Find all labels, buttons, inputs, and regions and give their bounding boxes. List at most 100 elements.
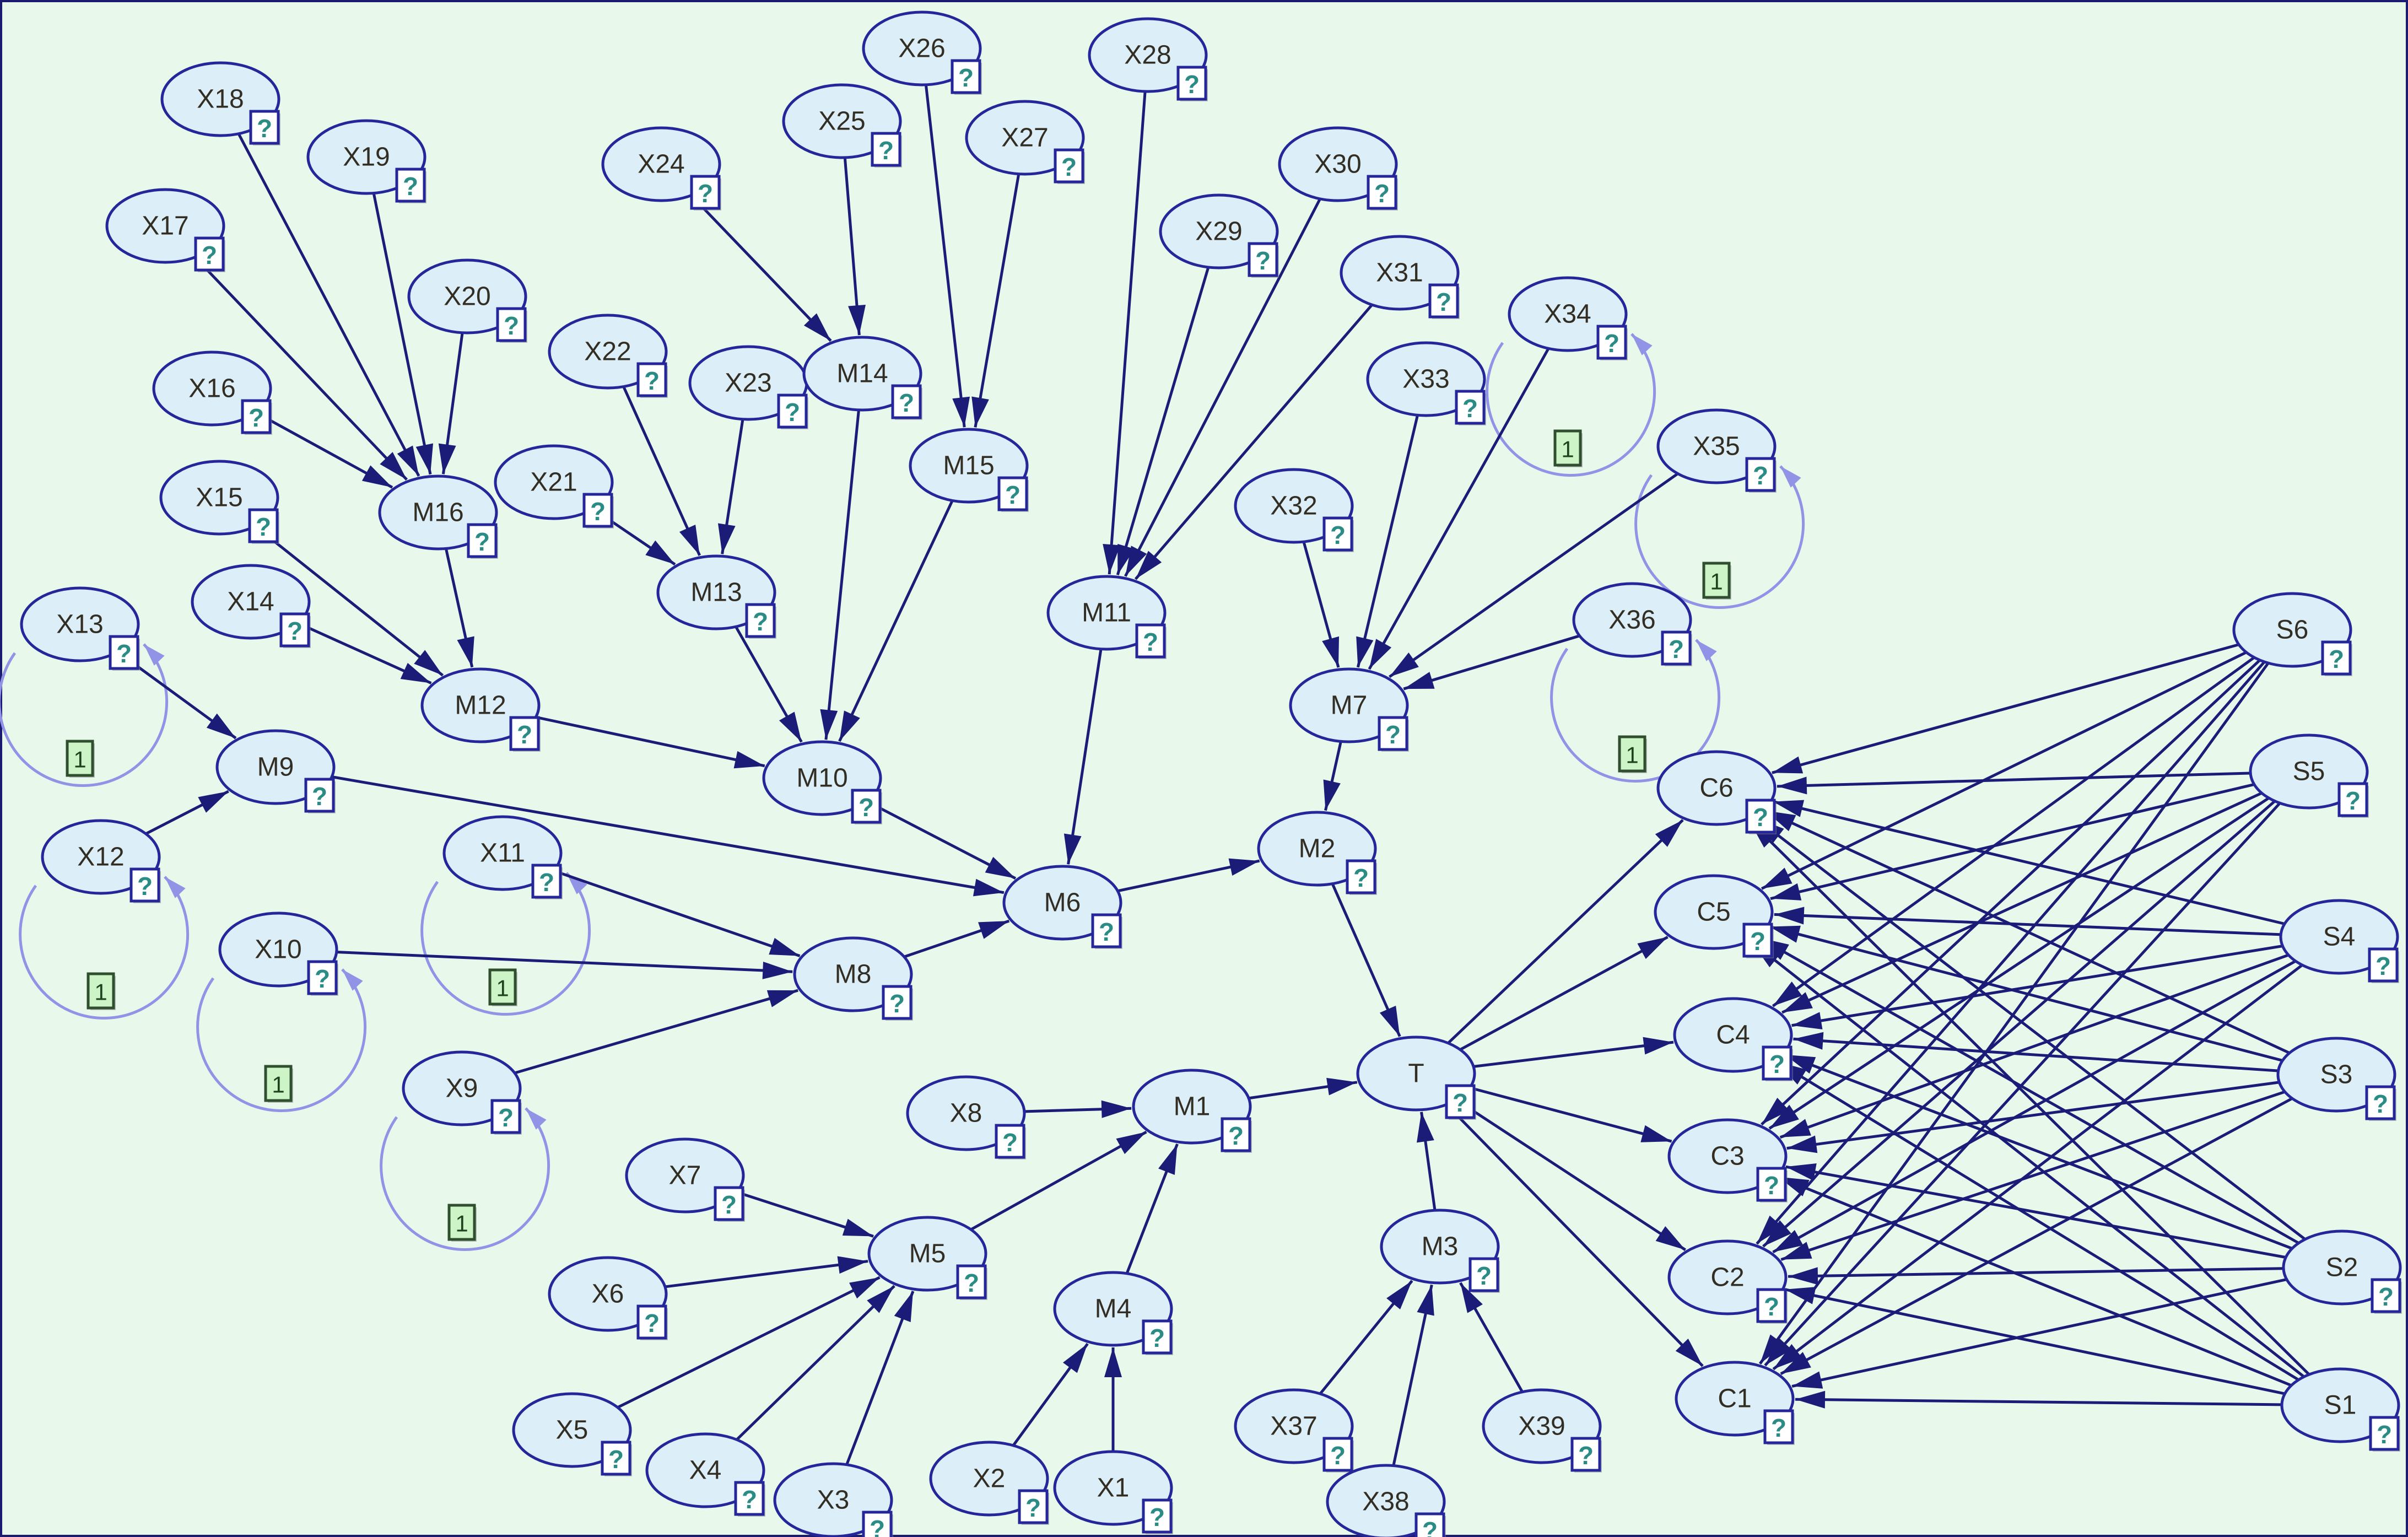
node-X3[interactable]: X3? (773, 1462, 893, 1537)
fixed-one-badge-X35[interactable]: 1 (1702, 562, 1731, 600)
edge-X5-M5[interactable] (617, 1276, 881, 1409)
edge-S4-C4[interactable] (1791, 945, 2282, 1029)
fixed-one-badge-X12[interactable]: 1 (87, 972, 116, 1010)
edge-X16-M16[interactable] (256, 411, 393, 489)
node-M11[interactable]: M11? (1046, 575, 1167, 659)
edge-S5-C4[interactable] (1781, 792, 2262, 1014)
node-X37[interactable]: X37? (1234, 1388, 1354, 1473)
node-X28[interactable]: X28? (1088, 17, 1208, 101)
free-parameter-badge[interactable] (1142, 1319, 1173, 1355)
edge-T-C4[interactable] (1473, 1037, 1674, 1068)
node-M16[interactable]: M16? (378, 474, 498, 559)
self-loop-X13[interactable] (0, 643, 169, 787)
free-parameter-badge[interactable] (249, 110, 280, 145)
node-X17[interactable]: X17? (105, 188, 225, 272)
node-M6[interactable]: M6? (1002, 865, 1122, 949)
free-parameter-badge[interactable] (1367, 175, 1397, 210)
edge-S5-C6[interactable] (1777, 772, 2250, 795)
node-X1[interactable]: X1? (1053, 1450, 1173, 1534)
node-X35[interactable]: X35? (1656, 408, 1777, 493)
edge-T-C2[interactable] (1456, 1099, 1686, 1252)
node-M8[interactable]: M8? (793, 936, 913, 1021)
free-parameter-badge[interactable] (891, 384, 922, 419)
node-X24[interactable]: X24? (601, 126, 721, 211)
free-parameter-badge[interactable] (304, 778, 335, 813)
fixed-one-badge[interactable] (488, 968, 517, 1006)
fixed-one-badge-X11[interactable]: 1 (488, 968, 517, 1006)
free-parameter-badge[interactable] (395, 168, 426, 203)
edge-S5-C3[interactable] (1768, 797, 2269, 1130)
edge-S1-C2[interactable] (1784, 1287, 2285, 1395)
node-X7[interactable]: X7? (625, 1137, 745, 1222)
edge-M8-M6[interactable] (904, 919, 1010, 958)
node-S2[interactable]: S2? (2282, 1229, 2402, 1314)
free-parameter-badge[interactable] (307, 960, 338, 995)
node-X18[interactable]: X18? (160, 61, 280, 145)
edge-X39-M3[interactable] (1459, 1282, 1524, 1393)
edge-X27-M15[interactable] (971, 174, 1021, 428)
free-parameter-badge[interactable] (2369, 1416, 2400, 1451)
free-parameter-badge[interactable] (1445, 1084, 1476, 1119)
free-parameter-badge[interactable] (1322, 516, 1353, 552)
edge-S6-C5[interactable] (1761, 651, 2247, 890)
fixed-one-badge[interactable] (264, 1065, 293, 1102)
free-parameter-badge[interactable] (1661, 630, 1692, 666)
self-loop-X36[interactable] (1550, 639, 1721, 783)
free-parameter-badge[interactable] (2371, 1278, 2401, 1313)
edge-M16-M12[interactable] (445, 548, 474, 668)
free-parameter-badge[interactable] (1142, 1498, 1173, 1534)
free-parameter-badge[interactable] (690, 175, 721, 210)
edge-X3-M5[interactable] (845, 1291, 915, 1465)
free-parameter-badge[interactable] (490, 1099, 521, 1134)
node-S4[interactable]: S4? (2279, 899, 2399, 983)
fixed-one-badge-X10[interactable]: 1 (264, 1065, 293, 1103)
edge-S6-C1[interactable] (1758, 662, 2269, 1365)
free-parameter-badge[interactable] (636, 362, 667, 397)
edge-M9-M6[interactable] (332, 775, 1005, 897)
edge-S6-C6[interactable] (1772, 643, 2239, 774)
edge-S4-C5[interactable] (1774, 907, 2281, 936)
node-X19[interactable]: X19? (306, 119, 426, 203)
node-C1[interactable]: C1? (1675, 1361, 1795, 1445)
self-loop-X11[interactable] (420, 872, 591, 1016)
node-M5[interactable]: M5? (867, 1216, 987, 1300)
free-parameter-badge[interactable] (1018, 1489, 1049, 1524)
node-C6[interactable]: C6? (1656, 750, 1777, 834)
edge-S3-C4[interactable] (1793, 1032, 2278, 1072)
node-X38[interactable]: X38? (1326, 1464, 1446, 1537)
edge-X38-M3[interactable] (1392, 1284, 1434, 1466)
edge-S2-C1[interactable] (1791, 1278, 2287, 1389)
edge-X25-M14[interactable] (843, 158, 866, 336)
edge-T-C3[interactable] (1470, 1086, 1672, 1143)
free-parameter-badge[interactable] (951, 59, 981, 94)
node-X13[interactable]: X13? (20, 586, 140, 671)
edge-M5-M1[interactable] (970, 1130, 1147, 1231)
edge-X24-M14[interactable] (690, 195, 832, 342)
free-parameter-badge[interactable] (1742, 923, 1773, 958)
edge-S6-C3[interactable] (1761, 659, 2261, 1126)
edge-X17-M16[interactable] (194, 256, 408, 481)
free-parameter-badge[interactable] (995, 1124, 1025, 1159)
edge-S1-C6[interactable] (1748, 819, 2310, 1376)
edge-S3-C3[interactable] (1786, 1081, 2279, 1153)
free-parameter-badge[interactable] (777, 393, 808, 429)
edge-X14-M12[interactable] (298, 622, 432, 684)
edge-M4-M1[interactable] (1126, 1143, 1179, 1274)
edge-M3-T[interactable] (1417, 1112, 1437, 1210)
free-parameter-badge[interactable] (1428, 283, 1459, 319)
node-M2[interactable]: M2? (1257, 811, 1377, 895)
free-parameter-badge[interactable] (1248, 242, 1278, 277)
edge-X9-M8[interactable] (515, 989, 798, 1075)
edge-X20-M16[interactable] (438, 333, 464, 474)
node-X31[interactable]: X31? (1340, 235, 1460, 319)
edge-X30-M11[interactable] (1124, 198, 1321, 577)
edge-T-C1[interactable] (1446, 1104, 1704, 1367)
fixed-one-badge[interactable] (1553, 429, 1582, 467)
free-parameter-badge[interactable] (1176, 66, 1207, 101)
free-parameter-badge[interactable] (1756, 1167, 1787, 1202)
free-parameter-badge[interactable] (2337, 782, 2368, 817)
node-X16[interactable]: X16? (152, 350, 272, 435)
self-loop-X34[interactable] (1486, 333, 1656, 477)
free-parameter-badge[interactable] (862, 1511, 893, 1537)
